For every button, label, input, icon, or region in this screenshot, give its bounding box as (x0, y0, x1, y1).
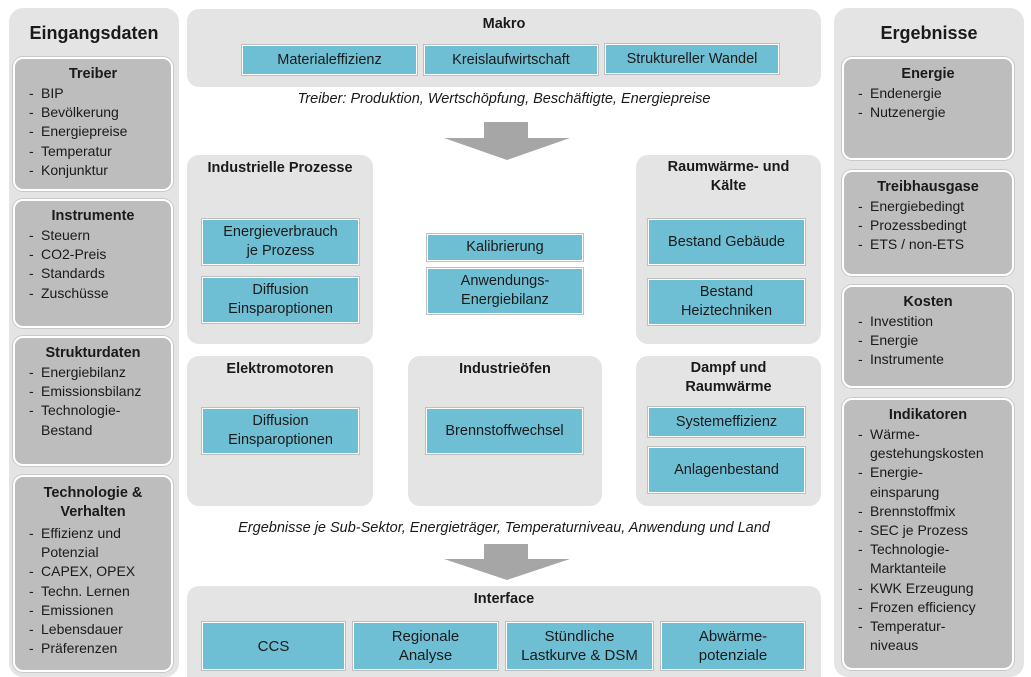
list-item: SEC je Prozess (858, 521, 1012, 540)
industrieoefen-title: Industrieöfen (459, 361, 551, 377)
list-item: CO2-Preis (29, 245, 171, 264)
box-kalibrierung: Kalibrierung (427, 234, 583, 261)
list-item: Prozessbedingt (858, 216, 1012, 235)
list-item: Lebensdauer (29, 620, 171, 639)
input-data-title: Eingangsdaten (29, 23, 159, 43)
card-list: Investition Energie Instrumente (858, 312, 1012, 370)
results-title: Ergebnisse (880, 23, 978, 43)
dampf-raumwaerme-section: Dampf und Raumwärme Systemeffizienz Anla… (636, 356, 821, 506)
list-item: Energie (858, 331, 1012, 350)
elektromotoren-section: Elektromotoren Diffusion Einsparoptionen (187, 356, 373, 506)
box-ccs: CCS (202, 622, 345, 670)
list-item: Temperatur (29, 142, 171, 161)
industrieoefen-section: Industrieöfen Brennstoffwechsel (408, 356, 602, 506)
list-item: Technologie- Bestand (29, 401, 171, 439)
box-diffusion-elektromotoren: Diffusion Einsparoptionen (202, 408, 359, 454)
card-treiber: Treiber BIP Bevölkerung Energiepreise Te… (13, 57, 173, 191)
list-item: BIP (29, 84, 171, 103)
card-energie: Energie Endenergie Nutzenergie (842, 57, 1014, 160)
card-title: Technologie & Verhalten (43, 485, 143, 520)
list-item: Bevölkerung (29, 103, 171, 122)
card-list: Wärme- gestehungskosten Energie- einspar… (858, 425, 1012, 655)
box-materialeffizienz: Materialeffizienz (242, 45, 417, 75)
list-item: Endenergie (858, 84, 1012, 103)
list-item: KWK Erzeugung (858, 579, 1012, 598)
list-item: Nutzenergie (858, 103, 1012, 122)
arrow-down-top (444, 122, 570, 160)
list-item: Effizienz und Potenzial (29, 524, 171, 562)
input-data-panel: Eingangsdaten Treiber BIP Bevölkerung En… (9, 8, 179, 677)
industrielle-prozesse-section: Industrielle Prozesse Energieverbrauch j… (187, 155, 373, 344)
list-item: Emissionen (29, 601, 171, 620)
caption-treiber: Treiber: Produktion, Wertschöpfung, Besc… (297, 91, 711, 107)
card-title: Energie (901, 66, 955, 82)
list-item: ETS / non-ETS (858, 235, 1012, 254)
list-item: Technologie- Marktanteile (858, 540, 1012, 578)
list-item: Brennstoffmix (858, 502, 1012, 521)
card-title: Treiber (68, 66, 118, 82)
box-regionale-analyse: Regionale Analyse (353, 622, 498, 670)
list-item: Steuern (29, 226, 171, 245)
card-title: Treibhausgase (877, 179, 979, 195)
box-stuendliche-lastkurve: Stündliche Lastkurve & DSM (506, 622, 653, 670)
card-strukturdaten: Strukturdaten Energiebilanz Emissionsbil… (13, 336, 173, 466)
interface-section: Interface CCS Regionale Analyse Stündlic… (187, 586, 821, 677)
list-item: Konjunktur (29, 161, 171, 180)
card-list: Steuern CO2-Preis Standards Zuschüsse (29, 226, 171, 303)
card-list: Effizienz und Potenzial CAPEX, OPEX Tech… (29, 524, 171, 659)
industrielle-prozesse-title: Industrielle Prozesse (207, 160, 353, 176)
card-instrumente: Instrumente Steuern CO2-Preis Standards … (13, 199, 173, 328)
box-bestand-gebaeude: Bestand Gebäude (648, 219, 805, 265)
results-panel: Ergebnisse Energie Endenergie Nutzenergi… (834, 8, 1024, 677)
list-item: Energiebedingt (858, 197, 1012, 216)
list-item: Investition (858, 312, 1012, 331)
list-item: Energiebilanz (29, 363, 171, 382)
list-item: Energiepreise (29, 122, 171, 141)
raumwaerme-kaelte-section: Raumwärme- und Kälte Bestand Gebäude Bes… (636, 155, 821, 344)
box-anwendungs-energiebilanz: Anwendungs- Energiebilanz (427, 268, 583, 314)
list-item: Frozen efficiency (858, 598, 1012, 617)
list-item: Standards (29, 264, 171, 283)
box-abwaerme-potenziale: Abwärme- potenziale (661, 622, 805, 670)
card-treibhausgase: Treibhausgase Energiebedingt Prozessbedi… (842, 170, 1014, 276)
box-kreislaufwirtschaft: Kreislaufwirtschaft (424, 45, 598, 75)
card-title: Instrumente (51, 208, 135, 224)
box-diffusion-einsparoptionen: Diffusion Einsparoptionen (202, 277, 359, 323)
card-list: Endenergie Nutzenergie (858, 84, 1012, 123)
list-item: CAPEX, OPEX (29, 562, 171, 581)
card-technologie-verhalten: Technologie & Verhalten Effizienz und Po… (13, 475, 173, 672)
interface-title: Interface (473, 591, 535, 607)
box-struktureller-wandel: Struktureller Wandel (605, 44, 779, 74)
list-item: Emissionsbilanz (29, 382, 171, 401)
box-bestand-heiztechniken: Bestand Heiztechniken (648, 279, 805, 325)
arrow-down-bottom (444, 544, 570, 580)
card-kosten: Kosten Investition Energie Instrumente (842, 285, 1014, 388)
card-title: Indikatoren (888, 407, 968, 423)
card-list: Energiebedingt Prozessbedingt ETS / non-… (858, 197, 1012, 255)
caption-ergebnisse: Ergebnisse je Sub-Sektor, Energieträger,… (238, 520, 770, 536)
list-item: Zuschüsse (29, 284, 171, 303)
card-title: Kosten (903, 294, 953, 310)
elektromotoren-title: Elektromotoren (226, 361, 334, 377)
box-brennstoffwechsel: Brennstoffwechsel (426, 408, 583, 454)
box-systemeffizienz: Systemeffizienz (648, 407, 805, 437)
card-list: BIP Bevölkerung Energiepreise Temperatur… (29, 84, 171, 180)
dampf-raumwaerme-title: Dampf und Raumwärme (685, 360, 772, 395)
makro-title: Makro (482, 16, 526, 32)
list-item: Wärme- gestehungskosten (858, 425, 1012, 463)
card-title: Strukturdaten (45, 345, 141, 361)
list-item: Energie- einsparung (858, 463, 1012, 501)
makro-section: Makro Materialeffizienz Kreislaufwirtsch… (187, 9, 821, 87)
list-item: Techn. Lernen (29, 582, 171, 601)
list-item: Temperatur- niveaus (858, 617, 1012, 655)
box-energieverbrauch: Energieverbrauch je Prozess (202, 219, 359, 265)
box-anlagenbestand: Anlagenbestand (648, 447, 805, 493)
list-item: Instrumente (858, 350, 1012, 369)
card-list: Energiebilanz Emissionsbilanz Technologi… (29, 363, 171, 440)
card-indikatoren: Indikatoren Wärme- gestehungskosten Ener… (842, 398, 1014, 670)
raumwaerme-kaelte-title: Raumwärme- und Kälte (667, 159, 790, 194)
list-item: Präferenzen (29, 639, 171, 658)
